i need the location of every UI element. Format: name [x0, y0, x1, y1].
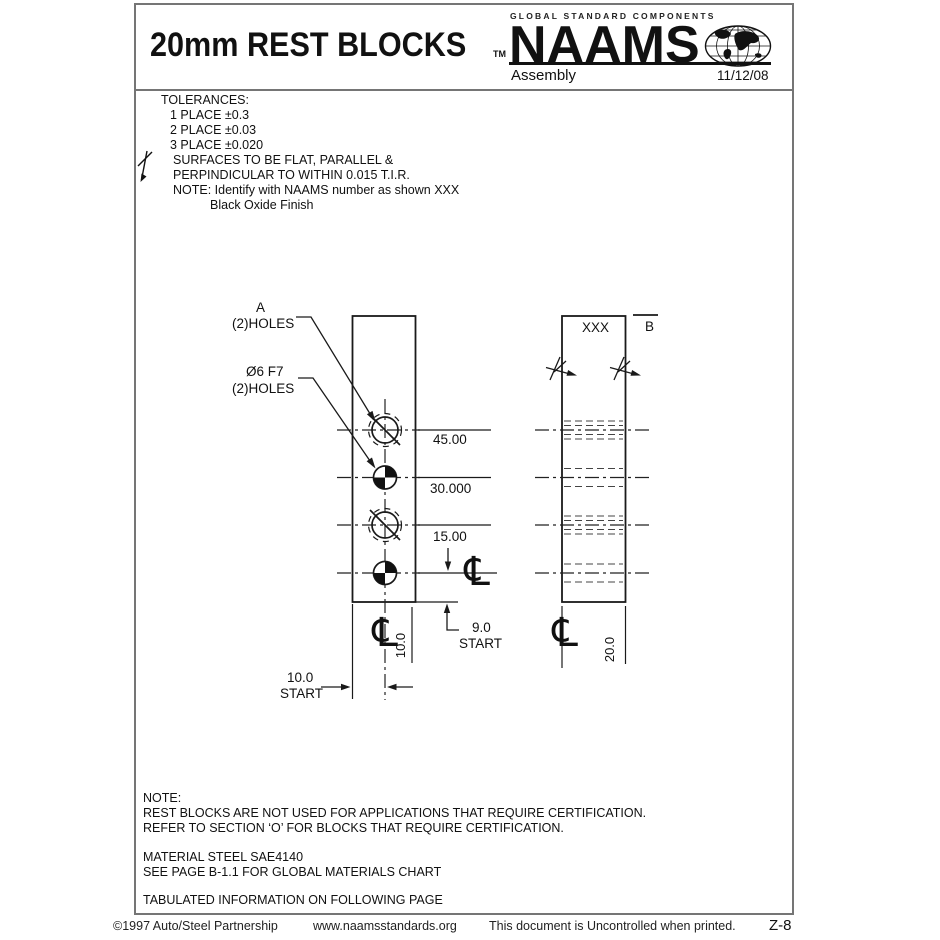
- part-id-label: XXX: [582, 320, 610, 335]
- revision-date: 11/12/08: [717, 68, 769, 83]
- page-title: 20mm REST BLOCKS: [150, 26, 467, 64]
- page-number: Z-8: [769, 917, 792, 934]
- dim-9-arrows: [415, 548, 459, 631]
- footer-url: www.naamsstandards.org: [313, 919, 457, 933]
- leader-a-label: A: [256, 300, 266, 315]
- leader-a: [296, 316, 376, 422]
- header-divider: [136, 89, 792, 91]
- dim-10-vertical: 10.0: [393, 632, 409, 659]
- brand-underline: [509, 62, 771, 65]
- side-view-centerlines: [535, 429, 652, 574]
- dim-20-vertical: 20.0: [602, 636, 618, 663]
- dim-30: 30.000: [430, 481, 472, 496]
- brand-tagline: GLOBAL STANDARD COMPONENTS: [510, 11, 716, 21]
- leader-dia6: [298, 377, 376, 469]
- tolerance-3place: 3 PLACE ±0.020: [170, 138, 264, 152]
- material-line2: SEE PAGE B-1.1 FOR GLOBAL MATERIALS CHAR…: [143, 865, 442, 879]
- tolerances-heading: TOLERANCES:: [161, 93, 249, 107]
- surface-note-line1: SURFACES TO BE FLAT, PARALLEL &: [173, 153, 394, 167]
- dim-9-start: START: [459, 636, 503, 651]
- material-line1: MATERIAL STEEL SAE4140: [143, 850, 304, 864]
- finish-mark-left: [545, 356, 577, 381]
- hole-a-top: [367, 412, 403, 448]
- notes-line2: REFER TO SECTION ‘O’ FOR BLOCKS THAT REQ…: [143, 821, 564, 835]
- tolerance-2place: 2 PLACE ±0.03: [170, 123, 257, 137]
- centerline-symbol-front-right: ℄: [459, 549, 495, 595]
- assembly-label: Assembly: [511, 67, 577, 84]
- side-view-outline: [561, 314, 658, 603]
- surface-finish-icon: [137, 150, 153, 182]
- dim-45: 45.00: [433, 432, 467, 447]
- side-view-hidden-lines: [564, 420, 623, 583]
- hole-centerlines: [337, 429, 420, 574]
- dim-10: 10.0: [287, 670, 314, 685]
- hole-target-bottom: [372, 560, 398, 586]
- finish-note: Black Oxide Finish: [210, 198, 314, 212]
- centerline-symbol-front-bottom: ℄: [367, 610, 403, 656]
- datum-b-label: B: [645, 319, 655, 334]
- notes-heading: NOTE:: [143, 791, 182, 805]
- surface-note-line2: PERPINDICULAR TO WITHIN 0.015 T.I.R.: [173, 168, 410, 182]
- hole-target-upper: [372, 465, 398, 490]
- hole-a-lower: [367, 507, 403, 543]
- finish-mark-right: [609, 356, 641, 381]
- footer-uncontrolled: This document is Uncontrolled when print…: [489, 919, 736, 933]
- leader-dia6-holes-label: (2)HOLES: [232, 381, 295, 396]
- identify-note: NOTE: Identify with NAAMS number as show…: [173, 183, 460, 197]
- sheet-border: [134, 3, 794, 915]
- notes-line1: REST BLOCKS ARE NOT USED FOR APPLICATION…: [143, 806, 647, 820]
- dim-10-start-arrows: [321, 604, 413, 699]
- tabulated-note: TABULATED INFORMATION ON FOLLOWING PAGE: [143, 893, 443, 907]
- tolerance-1place: 1 PLACE ±0.3: [170, 108, 250, 122]
- dim-15: 15.00: [433, 529, 467, 544]
- leader-dia6-label: Ø6 F7: [246, 364, 284, 379]
- dimension-lines-right: [418, 429, 497, 574]
- leader-a-holes-label: (2)HOLES: [232, 316, 295, 331]
- centerline-symbol-side-bottom: ℄: [547, 610, 583, 656]
- side-view-extensions: [561, 606, 627, 668]
- dim-9: 9.0: [472, 620, 491, 635]
- globe-icon: [704, 25, 772, 67]
- front-view-outline: [351, 315, 417, 603]
- dim-10-start: START: [280, 686, 324, 701]
- trademark-mark: TM: [493, 49, 506, 59]
- footer-copyright: ©1997 Auto/Steel Partnership: [113, 919, 278, 933]
